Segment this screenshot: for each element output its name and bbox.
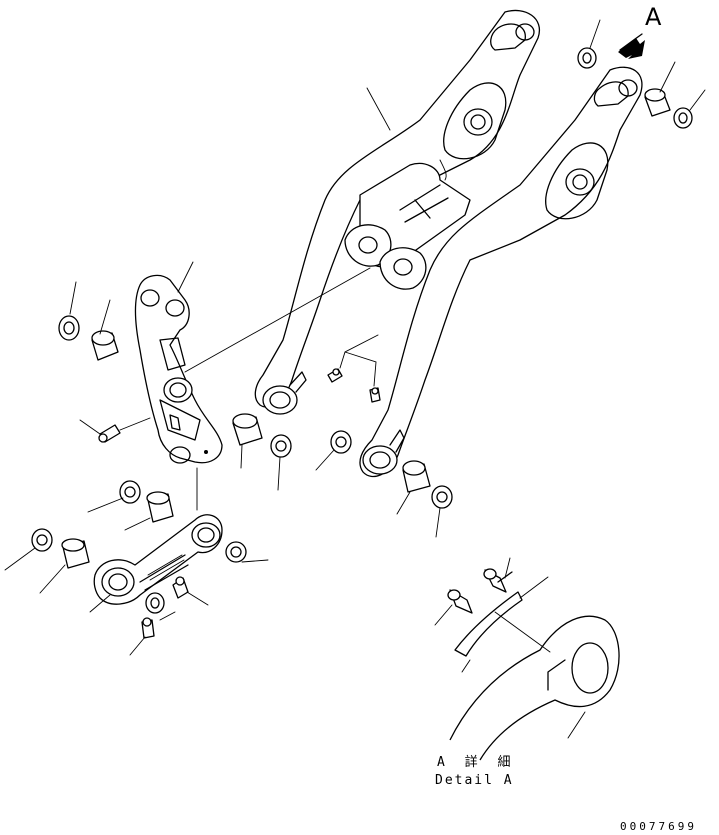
ring-8 [31, 528, 53, 552]
view-arrow-a [618, 33, 645, 59]
ring-1 [58, 315, 80, 341]
ring-6 [431, 485, 453, 509]
bushing-set [31, 47, 693, 614]
ring-3 [673, 107, 693, 129]
bushing-4 [402, 460, 431, 493]
ring-2 [577, 47, 597, 69]
bushing-6 [61, 538, 90, 569]
boom-arm-right [359, 66, 643, 478]
fitting-4 [172, 576, 189, 599]
bell-crank [134, 274, 223, 464]
ring-10 [145, 592, 165, 614]
drawing-code: 00077699 [620, 820, 697, 833]
boom-arm-left [254, 9, 541, 408]
detail-bolt-2 [447, 589, 473, 614]
detail-plate [454, 591, 523, 657]
bushing-3 [232, 413, 263, 446]
boom-lower-eye-left [262, 371, 307, 415]
boom-lower-eye-right [362, 429, 405, 475]
detail-label-en: Detail A [435, 773, 514, 788]
detail-bolt-1 [483, 568, 513, 593]
view-label: A [645, 3, 662, 31]
bushing-5 [146, 491, 174, 523]
grease-fitting-set [98, 368, 381, 639]
fitting-2 [327, 368, 343, 383]
boom-cross-tube [344, 162, 471, 290]
leader-lines [4, 19, 706, 656]
detail-arm-end [449, 615, 620, 761]
detail-label-jp: A 詳 細 [437, 754, 516, 770]
ring-5 [330, 430, 352, 454]
fitting-1 [98, 424, 121, 443]
fitting-5 [141, 617, 155, 639]
ring-7 [119, 480, 141, 504]
ring-9 [225, 541, 247, 563]
ring-4 [270, 434, 292, 458]
detail-a [434, 557, 620, 761]
fitting-3 [369, 387, 381, 403]
link-bar [93, 514, 223, 605]
bushing-2 [644, 88, 671, 117]
bushing-1 [91, 330, 119, 361]
